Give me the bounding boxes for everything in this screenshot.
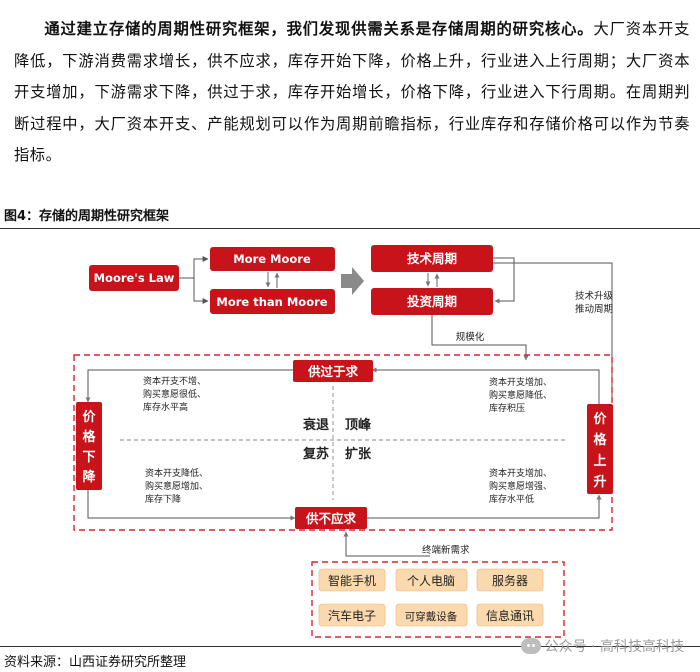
watermark: 公众号 · 高科技高科技 (520, 636, 684, 656)
phase-recession: 衰退 (302, 417, 329, 433)
q-br-line1: 资本开支增加、 (489, 467, 552, 479)
invest-cycle-box: 投资周期 (371, 288, 493, 315)
paragraph-lead: 通过建立存储的周期性研究框架，我们发现供需关系是存储周期的研究核心。 (44, 20, 594, 38)
oversupply-label: 供过于求 (307, 364, 359, 379)
demand-label: 终端新需求 (422, 544, 470, 556)
branch-connector (179, 256, 209, 304)
phase-recovery: 复苏 (302, 446, 329, 462)
q-tl-line3: 库存水平高 (143, 401, 188, 413)
tech-cycle-box: 技术周期 (371, 245, 493, 272)
quadrant-top-right: 资本开支增加、 购买意愿降低、 库存积压 (489, 376, 552, 414)
scale-line (431, 315, 529, 361)
q-tr-line1: 资本开支增加、 (489, 376, 552, 388)
demand-item-telecom: 信息通讯 (486, 608, 534, 623)
cycle-loop (85, 367, 602, 521)
intro-paragraph: 通过建立存储的周期性研究框架，我们发现供需关系是存储周期的研究核心。大厂资本开支… (14, 14, 690, 172)
between-moore-arrows (265, 272, 280, 288)
more-moore-label: More Moore (233, 252, 311, 266)
wechat-icon (520, 638, 541, 654)
price-down-box: 价 格 下 降 (76, 402, 102, 490)
watermark-text: 公众号 · 高科技高科技 (544, 639, 684, 655)
demand-arrow-line (343, 531, 430, 557)
demand-items: 智能手机 个人电脑 服务器 汽车电子 可穿戴设备 信息通讯 (318, 568, 544, 627)
quadrant-bottom-right: 资本开支增加、 购买意愿增强、 库存水平低 (489, 467, 552, 505)
undersupply-label: 供不应求 (305, 511, 357, 526)
demand-item-wearable: 可穿戴设备 (405, 610, 458, 623)
q-tr-line3: 库存积压 (489, 402, 525, 414)
phase-peak: 顶峰 (345, 417, 372, 433)
q-br-line2: 购买意愿增强、 (489, 480, 552, 492)
demand-dashed-frame (311, 561, 565, 638)
big-right-arrow (341, 267, 364, 295)
price-down-char2: 格 (82, 429, 96, 445)
figure-caption: 图4：存储的周期性研究框架 (4, 209, 170, 224)
price-up-char1: 价 (593, 412, 607, 427)
price-up-char4: 升 (593, 474, 606, 490)
demand-item-auto: 汽车电子 (328, 608, 376, 623)
quadrant-top-left: 资本开支不增、 购买意愿很低、 库存水平高 (143, 375, 206, 413)
more-than-moore-box: More than Moore (210, 289, 335, 314)
cycle-loop-line (493, 257, 515, 304)
tech-upgrade-line1: 技术升级 (575, 290, 614, 302)
more-than-moore-label: More than Moore (216, 295, 327, 309)
demand-item-server: 服务器 (492, 573, 528, 588)
invest-cycle-label: 投资周期 (407, 294, 457, 309)
between-cycle-arrows (425, 273, 440, 287)
more-moore-box: More Moore (210, 247, 335, 271)
demand-item-smartphone: 智能手机 (328, 573, 376, 588)
q-br-line3: 库存水平低 (489, 493, 534, 505)
tech-cycle-label: 技术周期 (407, 251, 457, 266)
price-down-char1: 价 (82, 410, 96, 425)
q-tl-line2: 购买意愿很低、 (143, 388, 206, 400)
quadrant-axes (120, 386, 568, 500)
q-bl-line1: 资本开支降低、 (145, 467, 208, 479)
scale-label: 规模化 (456, 331, 485, 343)
q-tr-line2: 购买意愿降低、 (489, 389, 552, 401)
q-bl-line3: 库存下降 (145, 493, 181, 505)
quadrant-bottom-left: 资本开支降低、 购买意愿增加、 库存下降 (145, 467, 208, 505)
tech-upgrade-line2: 推动周期 (575, 303, 613, 315)
price-up-char3: 上 (593, 454, 606, 469)
oversupply-box: 供过于求 (293, 360, 373, 382)
price-down-char4: 降 (82, 469, 96, 485)
price-up-box: 价 格 上 升 (587, 404, 613, 494)
price-up-char2: 格 (593, 432, 607, 448)
figure-bottom-rule (0, 646, 700, 647)
q-bl-line2: 购买意愿增加、 (145, 480, 208, 492)
figure-top-rule (0, 228, 700, 229)
paragraph-body: 大厂资本开支降低，下游消费需求增长，供不应求，库存开始下降，价格上升，行业进入上… (14, 20, 690, 164)
moores-law-label: Moore's Law (94, 271, 175, 285)
source-note: 资料来源：山西证券研究所整理 (4, 655, 187, 670)
demand-item-pc: 个人电脑 (407, 574, 455, 588)
q-tl-line1: 资本开支不增、 (143, 375, 206, 387)
phase-expansion: 扩张 (345, 446, 372, 462)
moores-law-box: Moore's Law (89, 265, 179, 291)
price-down-char3: 下 (82, 450, 95, 465)
undersupply-box: 供不应求 (295, 507, 367, 529)
tech-upgrade-line (493, 262, 613, 400)
